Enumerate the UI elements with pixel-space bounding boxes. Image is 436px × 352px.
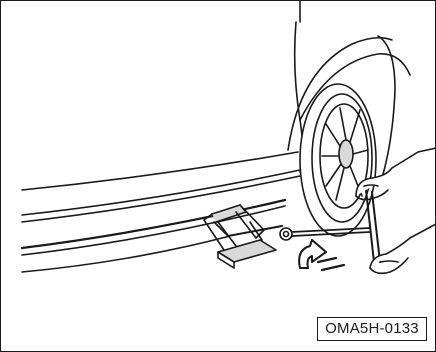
car-wheel-icon [300, 84, 376, 236]
figure-reference-code: OMA5H-0133 [317, 317, 427, 341]
scissor-jack-icon [204, 205, 292, 268]
rotation-arrow-icon [299, 240, 344, 270]
